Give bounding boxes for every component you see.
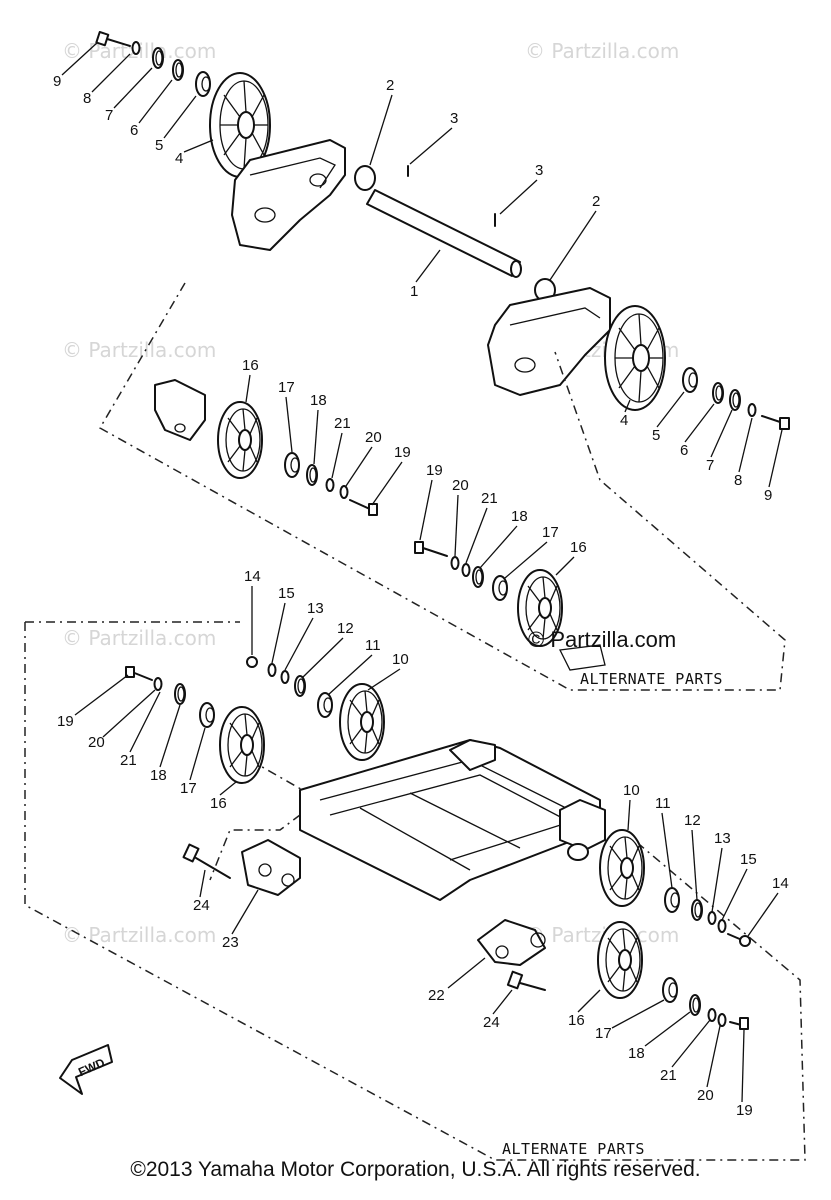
callout-8: 8 [83,90,91,107]
callout-21: 21 [334,415,351,432]
callout-16: 16 [568,1012,585,1029]
callout-20: 20 [88,734,105,751]
callout-19: 19 [426,462,443,479]
callout-20: 20 [697,1087,714,1104]
callout-17: 17 [595,1025,612,1042]
callout-22: 22 [428,987,445,1004]
callout-10: 10 [623,782,640,799]
callouts-top: 9 8 7 6 5 4 2 3 3 2 1 4 5 6 7 8 9 [53,41,783,504]
callout-16: 16 [242,357,259,374]
watermark: © Partzilla.com [62,338,216,362]
callout-5: 5 [155,137,163,154]
callout-9: 9 [53,73,61,90]
watermark: © Partzilla.com [62,626,216,650]
callout-4: 4 [620,412,628,429]
callout-24: 24 [193,897,210,914]
callout-4: 4 [175,150,183,167]
callout-13: 13 [307,600,324,617]
callout-11: 11 [655,795,671,812]
alternate-parts-box-lower [24,621,806,1161]
callout-9: 9 [764,487,772,504]
callout-7: 7 [105,107,113,124]
callout-7: 7 [706,457,714,474]
callout-18: 18 [150,767,167,784]
callout-11: 11 [365,637,381,654]
callout-8: 8 [734,472,742,489]
callout-2: 2 [386,77,394,94]
callout-21: 21 [660,1067,677,1084]
callout-12: 12 [684,812,701,829]
callout-1: 1 [410,283,418,300]
callout-15: 15 [278,585,295,602]
callout-20: 20 [365,429,382,446]
callout-14: 14 [772,875,789,892]
callout-2: 2 [592,193,600,210]
callout-20: 20 [452,477,469,494]
slide-rail-assembly [125,656,751,1030]
rear-axle-assembly [95,31,790,430]
callout-3: 3 [450,110,458,127]
watermark: © Partzilla.com [525,39,679,63]
callout-17: 17 [180,780,197,797]
callout-6: 6 [680,442,688,459]
callout-18: 18 [511,508,528,525]
callout-18: 18 [310,392,327,409]
callout-14: 14 [244,568,261,585]
callout-21: 21 [481,490,498,507]
alternate-parts-label: ALTERNATE PARTS [580,670,723,688]
callout-13: 13 [714,830,731,847]
callout-19: 19 [736,1102,753,1119]
callout-21: 21 [120,752,137,769]
callout-19: 19 [57,713,74,730]
callout-10: 10 [392,651,409,668]
callout-6: 6 [130,122,138,139]
watermark: © Partzilla.com [62,923,216,947]
callouts-lower: 14 15 13 12 11 10 19 20 21 18 17 16 24 2… [57,568,789,1119]
forward-direction-icon: FWD [59,1044,113,1095]
callout-16: 16 [570,539,587,556]
callout-23: 23 [222,934,239,951]
copyright-notice: ©2013 Yamaha Motor Corporation, U.S.A. A… [130,1158,701,1181]
callout-17: 17 [278,379,295,396]
callout-3: 3 [535,162,543,179]
alternate-parts-label: ALTERNATE PARTS [502,1140,645,1158]
brand-watermark: © Partzilla.com [528,627,676,652]
callout-12: 12 [337,620,354,637]
callout-17: 17 [542,524,559,541]
callout-24: 24 [483,1014,500,1031]
callout-19: 19 [394,444,411,461]
callouts-middle: 16 17 18 21 20 19 19 20 21 18 17 16 [242,357,587,579]
alternate-idler-upper [154,379,606,671]
callout-15: 15 [740,851,757,868]
callout-5: 5 [652,427,660,444]
alternate-parts-box-upper [98,282,786,691]
callout-18: 18 [628,1045,645,1062]
callout-16: 16 [210,795,227,812]
